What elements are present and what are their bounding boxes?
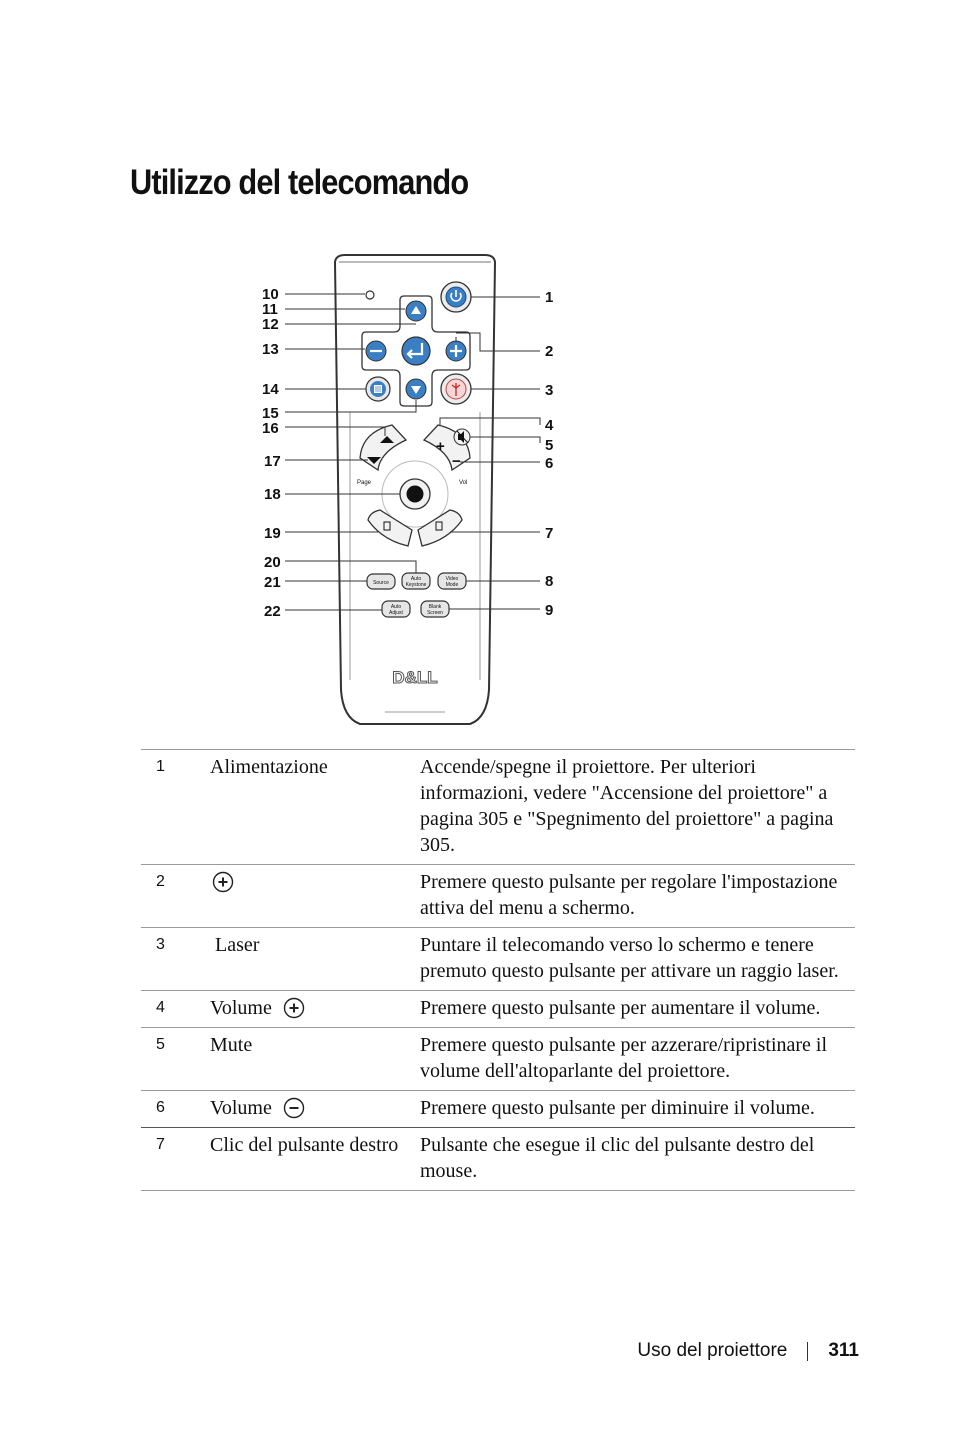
footer-divider bbox=[807, 1341, 809, 1361]
row-name: Clic del pulsante destro bbox=[210, 1134, 399, 1156]
svg-text:1: 1 bbox=[545, 289, 553, 306]
svg-text:8: 8 bbox=[545, 573, 553, 590]
svg-text:19: 19 bbox=[264, 525, 281, 542]
svg-text:10: 10 bbox=[262, 286, 279, 303]
navigation-cross-outline bbox=[361, 295, 471, 407]
svg-text:Video: Video bbox=[446, 576, 459, 582]
table-row: 3 Laser Puntare il telecomando verso lo … bbox=[141, 927, 855, 991]
row-description: Accende/spegne il proiettore. Per ulteri… bbox=[420, 756, 834, 856]
minus-circle-icon bbox=[283, 1097, 305, 1119]
trackball bbox=[406, 485, 424, 503]
svg-text:7: 7 bbox=[545, 525, 553, 542]
enter-button bbox=[401, 336, 431, 366]
svg-text:Auto: Auto bbox=[391, 604, 402, 610]
svg-text:16: 16 bbox=[262, 420, 279, 437]
svg-text:Mode: Mode bbox=[446, 582, 459, 588]
table-row: 2 Premere questo pulsante per regolare l… bbox=[141, 864, 855, 928]
svg-text:Keystone: Keystone bbox=[406, 582, 427, 588]
table-row: 7 Clic del pulsante destro Pulsante che … bbox=[141, 1127, 855, 1191]
row-number: 2 bbox=[156, 873, 165, 890]
page-title: Utilizzo del telecomando bbox=[130, 163, 469, 202]
page-footer: Uso del proiettore 311 bbox=[637, 1340, 859, 1362]
page-number: 311 bbox=[828, 1340, 859, 1361]
row-name: Volume bbox=[210, 1091, 420, 1128]
svg-text:6: 6 bbox=[545, 455, 553, 472]
svg-text:4: 4 bbox=[545, 417, 554, 434]
svg-text:12: 12 bbox=[262, 316, 279, 333]
auto-adjust-button bbox=[381, 600, 411, 618]
table-row: 1 Alimentazione Accende/spegne il proiet… bbox=[141, 749, 855, 865]
row-name: Alimentazione bbox=[210, 756, 328, 778]
row-description: Premere questo pulsante per aumentare il… bbox=[420, 997, 821, 1019]
plus-circle-icon bbox=[212, 871, 234, 893]
svg-text:2: 2 bbox=[545, 343, 553, 360]
vol-plus-glyph: + bbox=[436, 438, 445, 455]
svg-text:3: 3 bbox=[545, 382, 553, 399]
leader-lines-right bbox=[439, 296, 541, 610]
row-name bbox=[210, 865, 420, 928]
row-number: 1 bbox=[156, 758, 165, 775]
row-number: 5 bbox=[156, 1036, 165, 1053]
svg-text:22: 22 bbox=[264, 603, 281, 620]
row-description: Puntare il telecomando verso lo schermo … bbox=[420, 934, 839, 982]
vol-minus-glyph: − bbox=[452, 453, 461, 470]
plus-circle-icon bbox=[283, 997, 305, 1019]
laser-aperture-dot bbox=[365, 290, 375, 300]
svg-text:14: 14 bbox=[262, 381, 279, 398]
svg-text:20: 20 bbox=[264, 554, 281, 571]
table-row: 6 Volume Premere questo pulsante per dim… bbox=[141, 1090, 855, 1128]
svg-text:Auto: Auto bbox=[411, 576, 422, 582]
row-number: 3 bbox=[156, 936, 165, 953]
row-description: Pulsante che esegue il clic del pulsante… bbox=[420, 1134, 815, 1182]
row-number: 4 bbox=[156, 999, 165, 1016]
row-description: Premere questo pulsante per regolare l'i… bbox=[420, 871, 838, 919]
vol-text: Vol bbox=[459, 480, 467, 486]
svg-text:9: 9 bbox=[545, 602, 553, 619]
row-number: 7 bbox=[156, 1136, 165, 1153]
table-row: 5 Mute Premere questo pulsante per azzer… bbox=[141, 1027, 855, 1091]
svg-text:17: 17 bbox=[264, 453, 281, 470]
page-text: Page bbox=[357, 480, 372, 486]
dell-logo: D&LL bbox=[392, 668, 437, 687]
row-name: Mute bbox=[210, 1034, 253, 1056]
remote-control-diagram: + − Page Vol Source Auto Keystone Video … bbox=[252, 248, 572, 732]
svg-text:15: 15 bbox=[262, 405, 279, 422]
callouts-right: 1 2 3 4 5 6 7 8 9 bbox=[545, 289, 554, 619]
row-description: Premere questo pulsante per azzerare/rip… bbox=[420, 1034, 828, 1082]
leader-lines-left bbox=[285, 293, 417, 611]
svg-text:Source: Source bbox=[373, 580, 389, 586]
svg-text:18: 18 bbox=[264, 486, 281, 503]
svg-text:Screen: Screen bbox=[427, 610, 443, 616]
callouts-left: 10 11 12 13 14 15 16 17 18 19 20 21 22 bbox=[262, 286, 281, 620]
svg-text:11: 11 bbox=[262, 301, 278, 318]
row-description: Premere questo pulsante per diminuire il… bbox=[420, 1097, 815, 1119]
table-row: 4 Volume Premere questo pulsante per aum… bbox=[141, 990, 855, 1028]
footer-section-title: Uso del proiettore bbox=[637, 1340, 788, 1361]
svg-text:Blank: Blank bbox=[429, 604, 442, 610]
svg-text:Adjust: Adjust bbox=[389, 610, 404, 616]
row-name: Volume bbox=[210, 991, 420, 1028]
row-name: Laser bbox=[210, 934, 260, 956]
svg-text:21: 21 bbox=[264, 574, 281, 591]
button-description-table: 1 Alimentazione Accende/spegne il proiet… bbox=[141, 749, 855, 1191]
svg-text:13: 13 bbox=[262, 341, 279, 358]
row-number: 6 bbox=[156, 1099, 165, 1116]
svg-text:5: 5 bbox=[545, 437, 553, 454]
